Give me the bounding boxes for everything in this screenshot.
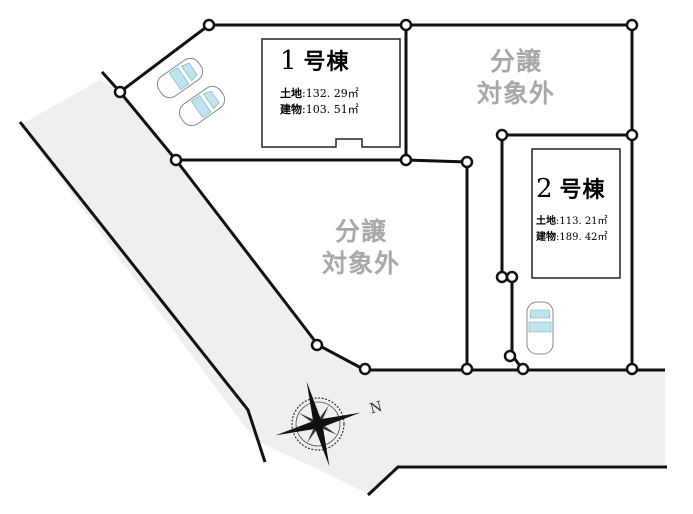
lot1-building-footprint <box>261 38 401 148</box>
road-edge-bottom <box>366 465 667 497</box>
lot2-building-label: 建物 <box>536 232 556 243</box>
lot2-number: 2 <box>536 174 554 204</box>
lot1-number: 1 <box>280 46 298 76</box>
lot1-land-label: 土地 <box>280 87 302 100</box>
lot2-building: 建物:189. 42㎡ <box>536 230 608 246</box>
road-area <box>20 80 665 495</box>
lot1-suffix: 号棟 <box>303 49 350 75</box>
excluded-area-2-line2: 対象外 <box>321 249 400 278</box>
lot2-suffix: 号棟 <box>559 177 606 203</box>
excluded-area-2-line1: 分譲 <box>334 217 387 246</box>
lot1-building: 建物:103. 51㎡ <box>280 102 359 118</box>
lot2-boundary <box>500 135 525 371</box>
lot1-land-area: :132. 29㎡ <box>302 87 359 100</box>
lot2-building-footprint <box>531 148 621 279</box>
road-edge-left <box>18 121 267 463</box>
car-icon <box>156 57 204 99</box>
lot2-land-label: 土地 <box>536 216 556 227</box>
excluded-area-1-boundary <box>406 23 634 137</box>
excluded-area-1-label: 分譲 対象外 <box>466 46 566 110</box>
car-icon <box>178 85 226 127</box>
lot1-building-label: 建物 <box>280 103 302 116</box>
lot2-land-area: :113. 21㎡ <box>556 216 608 227</box>
boundary-markers <box>113 18 639 376</box>
excluded-area-1-line1: 分譲 <box>489 47 542 76</box>
lot2-building-area: :189. 42㎡ <box>556 232 608 243</box>
lot1-building-area: :103. 51㎡ <box>302 103 359 116</box>
lot2-land: 土地:113. 21㎡ <box>536 214 608 230</box>
excluded-area-2-label: 分譲 対象外 <box>306 216 416 280</box>
excluded-area-1-line2: 対象外 <box>476 79 555 108</box>
car-icon <box>526 301 554 355</box>
lot1-land: 土地:132. 29㎡ <box>280 86 359 102</box>
compass-rose-icon <box>275 381 361 467</box>
